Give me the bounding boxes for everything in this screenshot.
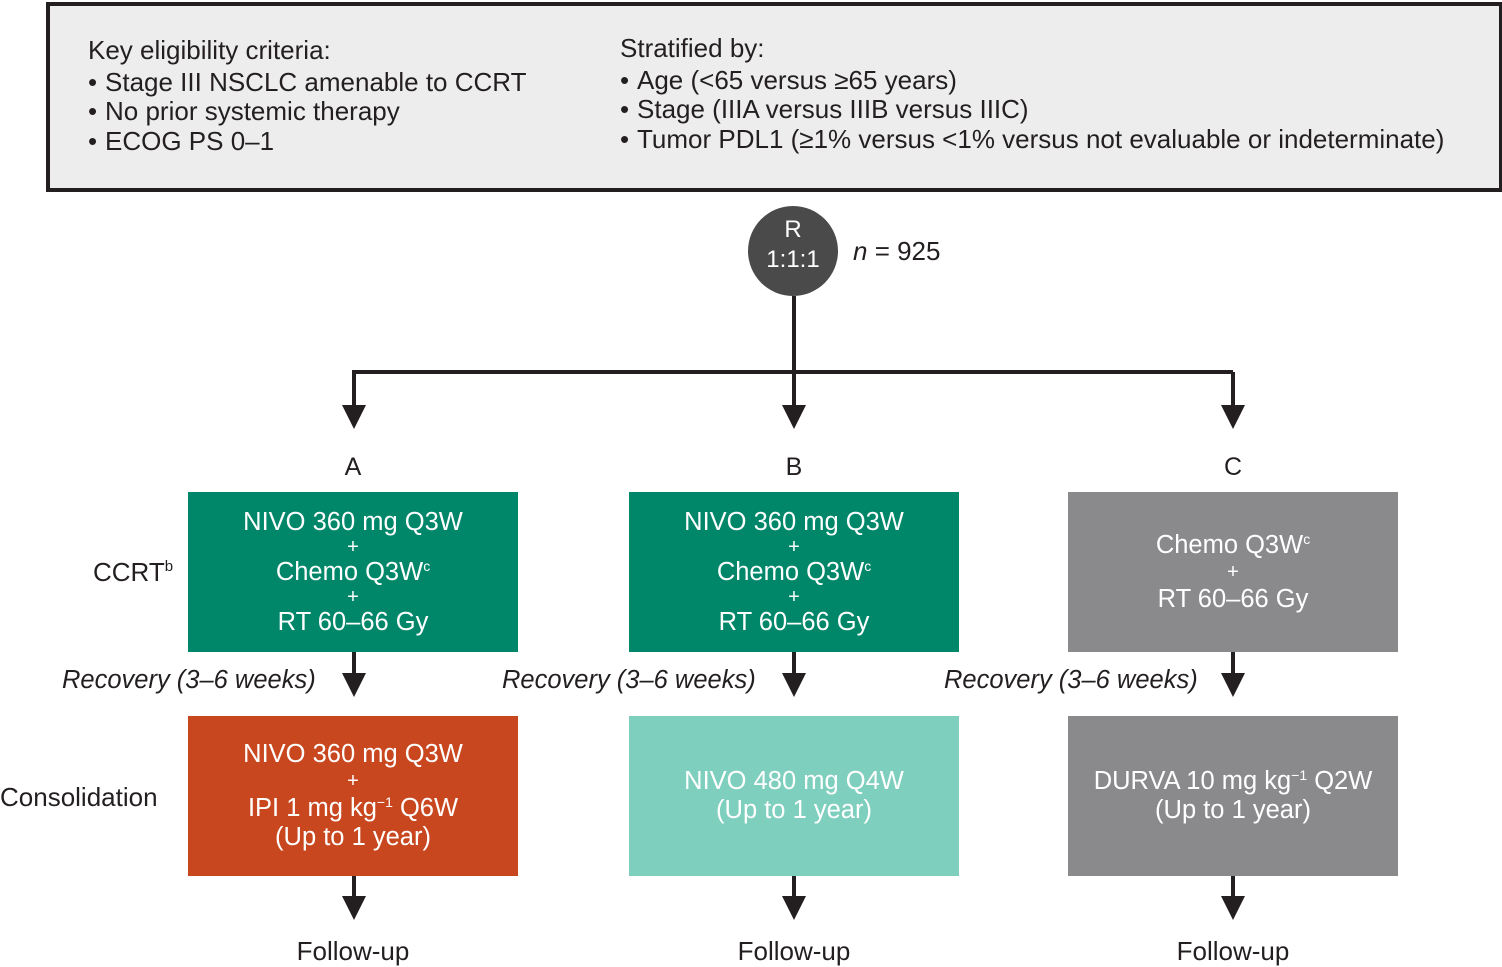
footnote-marker: c [423,557,431,574]
box-line: Chemo Q3Wc [275,557,431,586]
box-line: DURVA 10 mg kg−1 Q2W [1094,767,1373,796]
box-line: RT 60–66 Gy [277,607,429,636]
sample-size-n: n [853,236,868,266]
footnote-marker: c [1303,530,1311,547]
unit-exponent: −1 [376,794,393,810]
box-text: Chemo Q3W [1155,530,1304,559]
plus-sign: + [788,535,800,558]
arm-label-a: A [344,453,362,481]
arm-c-consolidation-box: DURVA 10 mg kg−1 Q2W (Up to 1 year) [1068,716,1398,876]
box-line: NIVO 480 mg Q4W [684,767,904,795]
ccrt-label-text: CCRT [93,557,165,587]
eligibility-title: Key eligibility criteria: [88,35,331,65]
arm-label-c: C [1223,453,1243,481]
box-line: Chemo Q3Wc [716,557,872,586]
box-text: IPI 1 mg kg [247,794,377,822]
plus-sign: + [788,585,800,608]
ccrt-row-label: CCRTb [93,557,173,588]
follow-up-a: Follow-up [296,936,410,966]
stratification-title: Stratified by: [620,33,765,63]
ccrt-footnote: b [164,558,174,575]
box-line: (Up to 1 year) [716,796,872,824]
follow-up-b: Follow-up [737,936,851,966]
box-line: Chemo Q3Wc [1156,531,1310,560]
box-line: NIVO 360 mg Q3W [243,507,463,536]
criteria-box: Key eligibility criteria: Stage III NSCL… [46,2,1502,192]
plus-sign: + [347,535,359,558]
consolidation-row-label: Consolidation [0,782,158,812]
box-line: (Up to 1 year) [1155,796,1311,824]
sample-size-value: = 925 [867,236,941,266]
stratification-item: Tumor PDL1 (≥1% versus <1% versus not ev… [620,124,1444,155]
box-line: NIVO 360 mg Q3W [243,740,463,768]
eligibility-item: Stage III NSCLC amenable to CCRT [88,67,526,98]
recovery-label-b: Recovery (3–6 weeks) [502,666,756,694]
eligibility-item: ECOG PS 0–1 [88,126,526,157]
arm-b-ccrt-box: NIVO 360 mg Q3W + Chemo Q3Wc + RT 60–66 … [629,492,959,652]
randomization-ratio: 1:1:1 [766,246,820,273]
recovery-label-a: Recovery (3–6 weeks) [62,666,316,694]
arm-a-consolidation-box: NIVO 360 mg Q3W + IPI 1 mg kg−1 Q6W (Up … [188,716,518,876]
box-text: DURVA 10 mg kg [1093,767,1292,795]
randomization-node: R 1:1:1 [748,206,838,296]
stratification-factors: Stratified by: Age (<65 versus ≥65 years… [620,33,1444,155]
box-text: Chemo Q3W [275,557,424,586]
arm-b-consolidation-box: NIVO 480 mg Q4W (Up to 1 year) [629,716,959,876]
randomization-symbol: R [784,216,802,243]
stratification-item: Age (<65 versus ≥65 years) [620,65,1444,96]
stratification-item: Stage (IIIA versus IIIB versus IIIC) [620,94,1444,125]
unit-exponent: −1 [1291,767,1308,783]
box-line: IPI 1 mg kg−1 Q6W [248,794,458,823]
follow-up-c: Follow-up [1176,936,1290,966]
eligibility-item: No prior systemic therapy [88,96,526,127]
box-line: RT 60–66 Gy [718,607,870,636]
recovery-label-c: Recovery (3–6 weeks) [944,666,1198,694]
sample-size: n = 925 [853,236,940,267]
box-line: RT 60–66 Gy [1157,584,1309,613]
arm-c-ccrt-box: Chemo Q3Wc + RT 60–66 Gy [1068,492,1398,652]
box-text: Chemo Q3W [716,557,865,586]
box-text: Q6W [392,794,459,822]
arm-a-ccrt-box: NIVO 360 mg Q3W + Chemo Q3Wc + RT 60–66 … [188,492,518,652]
eligibility-criteria: Key eligibility criteria: Stage III NSCL… [88,35,526,157]
box-text: Q2W [1307,767,1373,795]
footnote-marker: c [864,557,872,574]
arm-label-b: B [785,453,803,481]
plus-sign: + [1227,560,1239,583]
box-line: (Up to 1 year) [275,823,431,851]
plus-sign: + [347,585,359,608]
plus-sign: + [347,770,359,792]
box-line: NIVO 360 mg Q3W [684,507,904,536]
